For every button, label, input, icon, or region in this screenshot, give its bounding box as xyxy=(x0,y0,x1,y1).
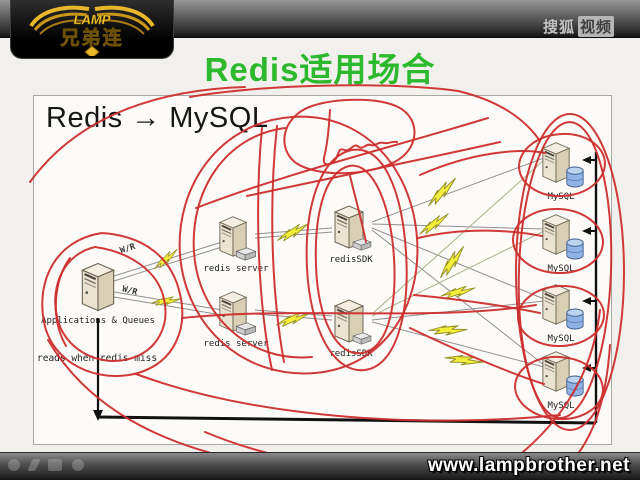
player-control-icon[interactable] xyxy=(48,459,62,471)
footer-url: www.lampbrother.net xyxy=(428,455,630,476)
presentation-slide: Redis适用场合 Redis → MySQL xyxy=(0,37,640,452)
logo-text-name: 兄弟连 xyxy=(59,26,123,49)
server-tower-icon xyxy=(218,215,256,261)
database-cylinder-icon xyxy=(566,308,584,330)
logo-text-brand: LAMP xyxy=(74,12,111,27)
node-mysql-2: MySQL xyxy=(501,211,621,274)
mysql-server-icon xyxy=(541,213,584,260)
watermark-site-text: 搜狐 xyxy=(542,19,575,36)
player-control-icon[interactable] xyxy=(8,459,20,471)
node-label: redis server xyxy=(203,264,269,274)
player-control-icon[interactable] xyxy=(72,459,84,471)
node-label: MySQL xyxy=(547,401,575,411)
node-label: redisSDK xyxy=(329,255,373,265)
node-label: MySQL xyxy=(547,264,575,274)
diagram-note: reads when redis miss xyxy=(37,353,158,364)
node-label: redisSDK xyxy=(329,349,373,359)
slide-title: Redis适用场合 xyxy=(204,51,436,88)
player-control-icon[interactable] xyxy=(27,459,41,471)
node-redis-sdk-2: redisSDK xyxy=(291,296,411,359)
node-mysql-4: MySQL xyxy=(501,348,621,411)
node-redis-server-1: redis server xyxy=(176,213,296,274)
mysql-server-icon xyxy=(541,283,584,330)
sohu-video-watermark: 搜狐 视频 xyxy=(543,16,614,37)
mysql-server-icon xyxy=(541,141,584,188)
mysql-server-icon xyxy=(541,350,584,397)
server-tower-icon xyxy=(334,299,372,345)
node-mysql-1: MySQL xyxy=(501,139,621,202)
database-cylinder-icon xyxy=(566,375,584,397)
node-label: MySQL xyxy=(547,192,575,202)
diagram-panel: Redis → MySQL xyxy=(33,95,612,445)
server-tower-icon xyxy=(334,205,372,251)
brand-logo: LAMP 兄弟连 xyxy=(10,0,174,59)
database-cylinder-icon xyxy=(566,238,584,260)
server-tower-icon xyxy=(81,262,115,312)
node-redis-sdk-1: redisSDK xyxy=(291,202,411,265)
node-mysql-3: MySQL xyxy=(501,281,621,344)
database-cylinder-icon xyxy=(566,166,584,188)
player-controls xyxy=(8,459,84,471)
node-applications-queues: Applications & Queues xyxy=(38,259,158,326)
node-label: MySQL xyxy=(547,334,575,344)
watermark-kind-badge: 视频 xyxy=(577,16,614,37)
node-label: Applications & Queues xyxy=(41,316,155,326)
node-label: redis server xyxy=(203,339,269,349)
server-tower-icon xyxy=(218,290,256,336)
lamp-wings-icon: LAMP 兄弟连 xyxy=(29,5,155,56)
node-redis-server-2: redis server xyxy=(176,288,296,349)
